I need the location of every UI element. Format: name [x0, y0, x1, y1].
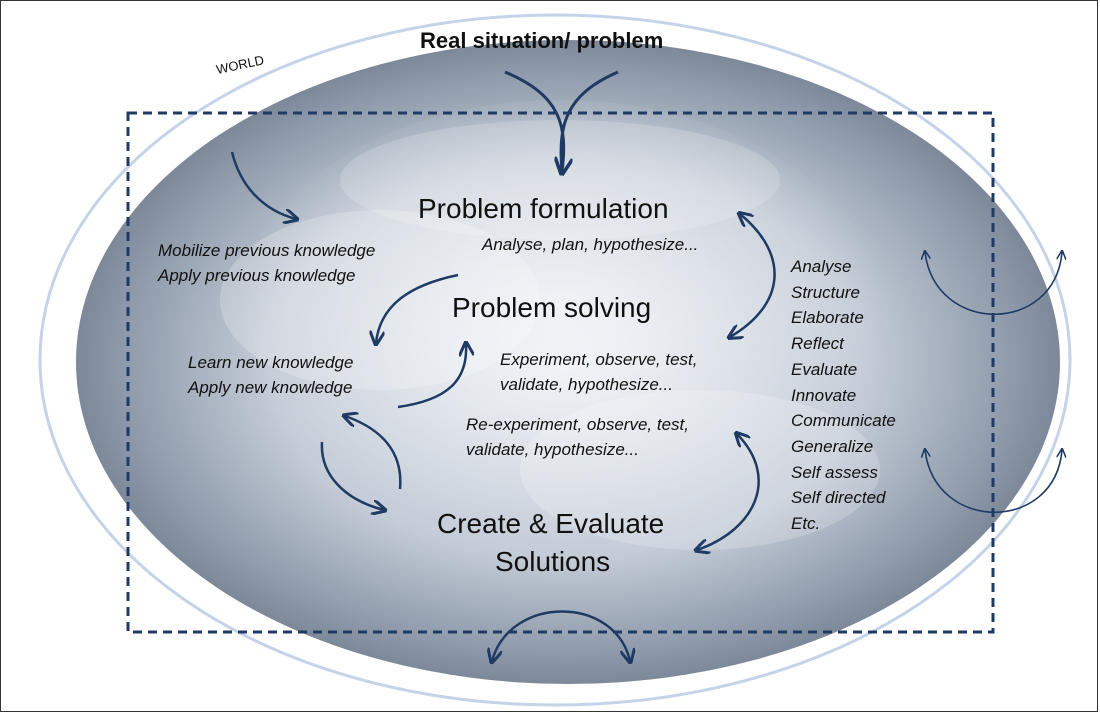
note-reexperiment-line2: validate, hypothesize... — [466, 440, 639, 459]
arrow-formulation-solving — [730, 214, 776, 337]
skill-item: Innovate — [791, 385, 857, 405]
arrow-bottom-arc — [492, 610, 630, 662]
note-experiment-line2: validate, hypothesize... — [500, 375, 673, 394]
note-experiment-line1: Experiment, observe, test, — [500, 350, 698, 369]
note-apply-new-knowledge: Apply new knowledge — [188, 378, 353, 397]
arrow-cycle-down — [320, 441, 384, 510]
arrow-top-left — [504, 70, 564, 172]
top-problem-label: Real situation/ problem — [420, 28, 664, 53]
skill-item: Etc. — [791, 514, 821, 534]
skills-list: Analyse Structure Elaborate Reflect Eval… — [791, 254, 896, 537]
arrow-mobilize — [230, 151, 296, 219]
arrow-apply-solving — [397, 344, 466, 409]
arrow-right-arc-lower — [925, 450, 1062, 513]
arrow-right-arc-upper — [925, 252, 1062, 315]
note-reexperiment-line1: Re-experiment, observe, test, — [466, 415, 689, 434]
arrow-top-right — [559, 70, 619, 173]
stage-create-evaluate-line2: Solutions — [495, 546, 611, 577]
stage-create-evaluate-line1: Create & Evaluate — [437, 508, 665, 539]
skill-item: Analyse — [791, 257, 852, 276]
note-learn-new-knowledge: Learn new knowledge — [188, 353, 354, 372]
skill-item: Reflect — [791, 334, 844, 354]
stage-problem-formulation: Problem formulation — [418, 193, 669, 224]
arrow-solving-learn — [376, 273, 459, 343]
skill-item: Elaborate — [791, 308, 864, 328]
arrow-solving-create — [697, 434, 760, 550]
skill-item: Evaluate — [791, 359, 858, 379]
stage-problem-solving: Problem solving — [452, 292, 652, 323]
skill-item: Self assess — [791, 462, 878, 482]
arrow-cycle-up — [345, 416, 402, 490]
note-mobilize-knowledge: Mobilize previous knowledge — [158, 241, 376, 260]
world-ring — [38, 13, 1072, 707]
skill-item: Structure — [791, 282, 860, 302]
formulation-subtext: Analyse, plan, hypothesize... — [482, 235, 699, 254]
note-apply-previous-knowledge: Apply previous knowledge — [158, 266, 356, 285]
skill-item: Generalize — [791, 436, 874, 456]
dashed-boundary-box — [126, 111, 995, 634]
skill-item: Communicate — [791, 411, 896, 431]
skill-item: Self directed — [791, 488, 886, 508]
